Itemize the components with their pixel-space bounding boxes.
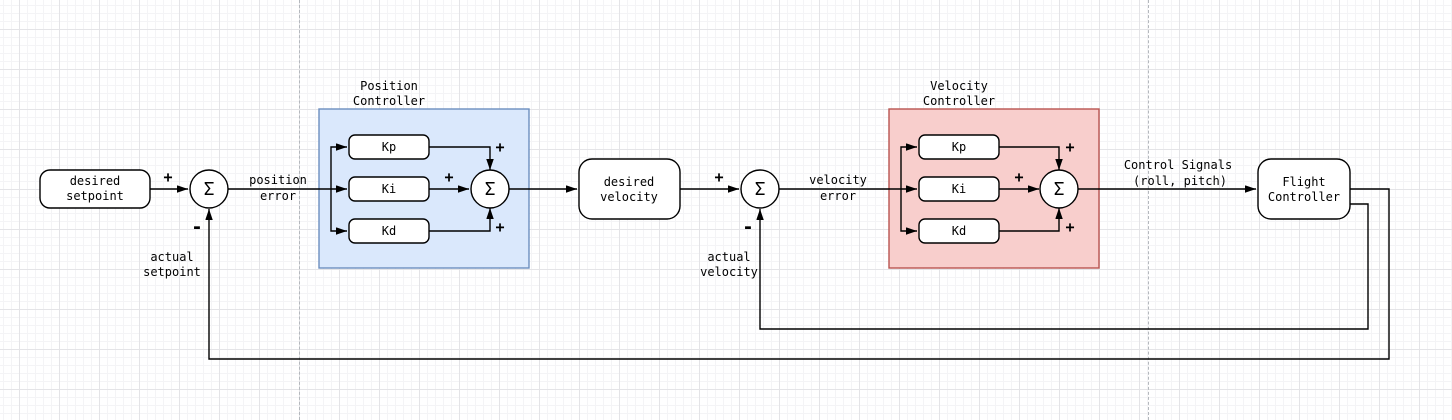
velocity-controller-title-line2: Controller <box>923 94 995 108</box>
sum3-plus-sign: + <box>714 168 723 186</box>
wire-kp1-to-sum2[interactable] <box>429 146 494 170</box>
position-controller-title-line1: Position <box>360 79 418 93</box>
desired-velocity-label-line1: desired <box>604 175 655 189</box>
position-kp-block[interactable] <box>348 134 430 160</box>
velocity-kp-block[interactable] <box>918 134 1000 160</box>
velocity-kp-label: Kp <box>952 140 966 154</box>
sum-junction-4-symbol: Σ <box>1054 179 1065 200</box>
position-kd-block[interactable] <box>348 218 430 244</box>
sum-junction-3-symbol: Σ <box>755 179 766 200</box>
wire-feedback-actual-velocity[interactable] <box>756 203 1369 330</box>
sum3-minus-sign: - <box>742 216 753 238</box>
desired-setpoint-label-line1: desired <box>70 174 121 188</box>
wire-branch-to-kp1[interactable] <box>330 143 347 189</box>
actual-setpoint-label-line1: actual <box>150 250 193 264</box>
position-error-label-line1: position <box>249 173 307 187</box>
sum-junction-1-symbol: Σ <box>204 179 215 200</box>
position-kp-label: Kp <box>382 140 396 154</box>
velocity-ki-label: Ki <box>952 182 966 196</box>
wire-feedback-actual-setpoint[interactable] <box>205 188 1390 360</box>
sum-junction-4[interactable] <box>1039 169 1079 209</box>
actual-velocity-label-line1: actual <box>707 250 750 264</box>
velocity-error-label-line1: velocity <box>809 173 867 187</box>
wire-kd1-to-sum2[interactable] <box>429 208 494 232</box>
position-ki-block[interactable] <box>348 176 430 202</box>
sum-junction-1[interactable] <box>189 169 229 209</box>
wire-branch-to-kp2[interactable] <box>900 143 917 189</box>
position-error-label-line2: error <box>260 189 296 203</box>
position-controller-title-line2: Controller <box>353 94 425 108</box>
desired-setpoint-block[interactable] <box>39 169 151 209</box>
sum-junction-2-symbol: Σ <box>485 179 496 200</box>
sum4-plus-ki: + <box>1014 168 1023 186</box>
velocity-kd-label: Kd <box>952 224 966 238</box>
velocity-error-label-line2: error <box>820 189 856 203</box>
wire-branch-to-kd1[interactable] <box>330 189 347 235</box>
wire-branch-to-kd2[interactable] <box>900 189 917 235</box>
velocity-controller-title-line1: Velocity <box>930 79 988 93</box>
sum4-plus-kp: + <box>1065 138 1074 156</box>
flight-controller-label-line2: Controller <box>1268 190 1340 204</box>
page-boundary-left <box>299 0 300 420</box>
flight-controller-block[interactable] <box>1257 158 1351 220</box>
sum2-plus-kd: + <box>495 218 504 236</box>
actual-velocity-label-line2: velocity <box>700 265 758 279</box>
desired-setpoint-label-line2: setpoint <box>66 189 124 203</box>
desired-velocity-label-line2: velocity <box>600 190 658 204</box>
page-boundary-right <box>1148 0 1149 420</box>
actual-setpoint-label-line2: setpoint <box>143 265 201 279</box>
velocity-ki-block[interactable] <box>918 176 1000 202</box>
sum2-plus-kp: + <box>495 138 504 156</box>
control-signals-label-line1: Control Signals <box>1124 158 1232 172</box>
desired-velocity-block[interactable] <box>578 158 681 220</box>
sum4-plus-kd: + <box>1065 218 1074 236</box>
position-ki-label: Ki <box>382 182 396 196</box>
sum-junction-2[interactable] <box>470 169 510 209</box>
control-signals-label-line2: (roll, pitch) <box>1133 174 1227 188</box>
wire-kp2-to-sum4[interactable] <box>999 146 1063 170</box>
sum1-minus-sign: - <box>191 216 202 238</box>
sum-junction-3[interactable] <box>740 169 780 209</box>
wire-kd2-to-sum4[interactable] <box>999 208 1063 232</box>
position-kd-label: Kd <box>382 224 396 238</box>
flight-controller-label-line1: Flight <box>1282 175 1325 189</box>
sum2-plus-ki: + <box>444 168 453 186</box>
sum1-plus-sign: + <box>163 168 172 186</box>
velocity-kd-block[interactable] <box>918 218 1000 244</box>
